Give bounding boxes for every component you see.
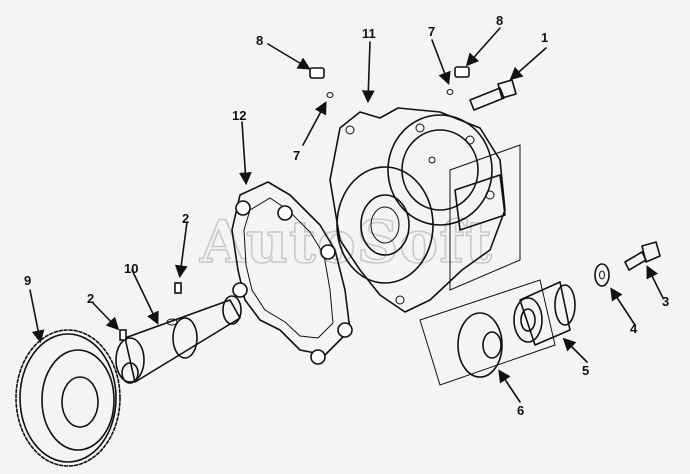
flange-part-6 <box>419 279 556 386</box>
watermark-text: AutoSoft <box>199 208 493 276</box>
callout-6: 6 <box>517 403 524 418</box>
callout-9: 9 <box>24 273 31 288</box>
callout-8-right: 8 <box>496 13 503 28</box>
o-ring-part-7-right <box>446 89 454 95</box>
housing-part-11 <box>329 107 521 313</box>
washer-part-4 <box>594 263 610 287</box>
bolt-part-3 <box>624 241 661 271</box>
callout-1: 1 <box>541 30 548 45</box>
gear-part-9 <box>15 329 121 467</box>
leader-arrows <box>29 27 664 403</box>
plug-part-8-left <box>309 67 325 79</box>
callout-4: 4 <box>630 321 638 336</box>
callout-2-lower: 2 <box>87 291 94 306</box>
bolt-part-1 <box>469 79 517 111</box>
callout-2-upper: 2 <box>182 211 189 226</box>
callout-8-left: 8 <box>256 33 263 48</box>
callout-11: 11 <box>362 26 376 41</box>
coupling-part-5 <box>513 281 576 346</box>
callout-7-left: 7 <box>293 148 300 163</box>
gasket-part-12 <box>231 181 353 365</box>
callout-3: 3 <box>662 294 669 309</box>
callout-5: 5 <box>582 363 589 378</box>
callout-12: 12 <box>232 108 246 123</box>
callout-10: 10 <box>124 261 138 276</box>
callout-7-right: 7 <box>428 24 435 39</box>
plug-part-8-right <box>454 66 470 78</box>
set-screw-part-2 <box>119 282 182 341</box>
o-ring-part-7-left <box>326 92 334 98</box>
shaft-part-10 <box>115 295 242 384</box>
